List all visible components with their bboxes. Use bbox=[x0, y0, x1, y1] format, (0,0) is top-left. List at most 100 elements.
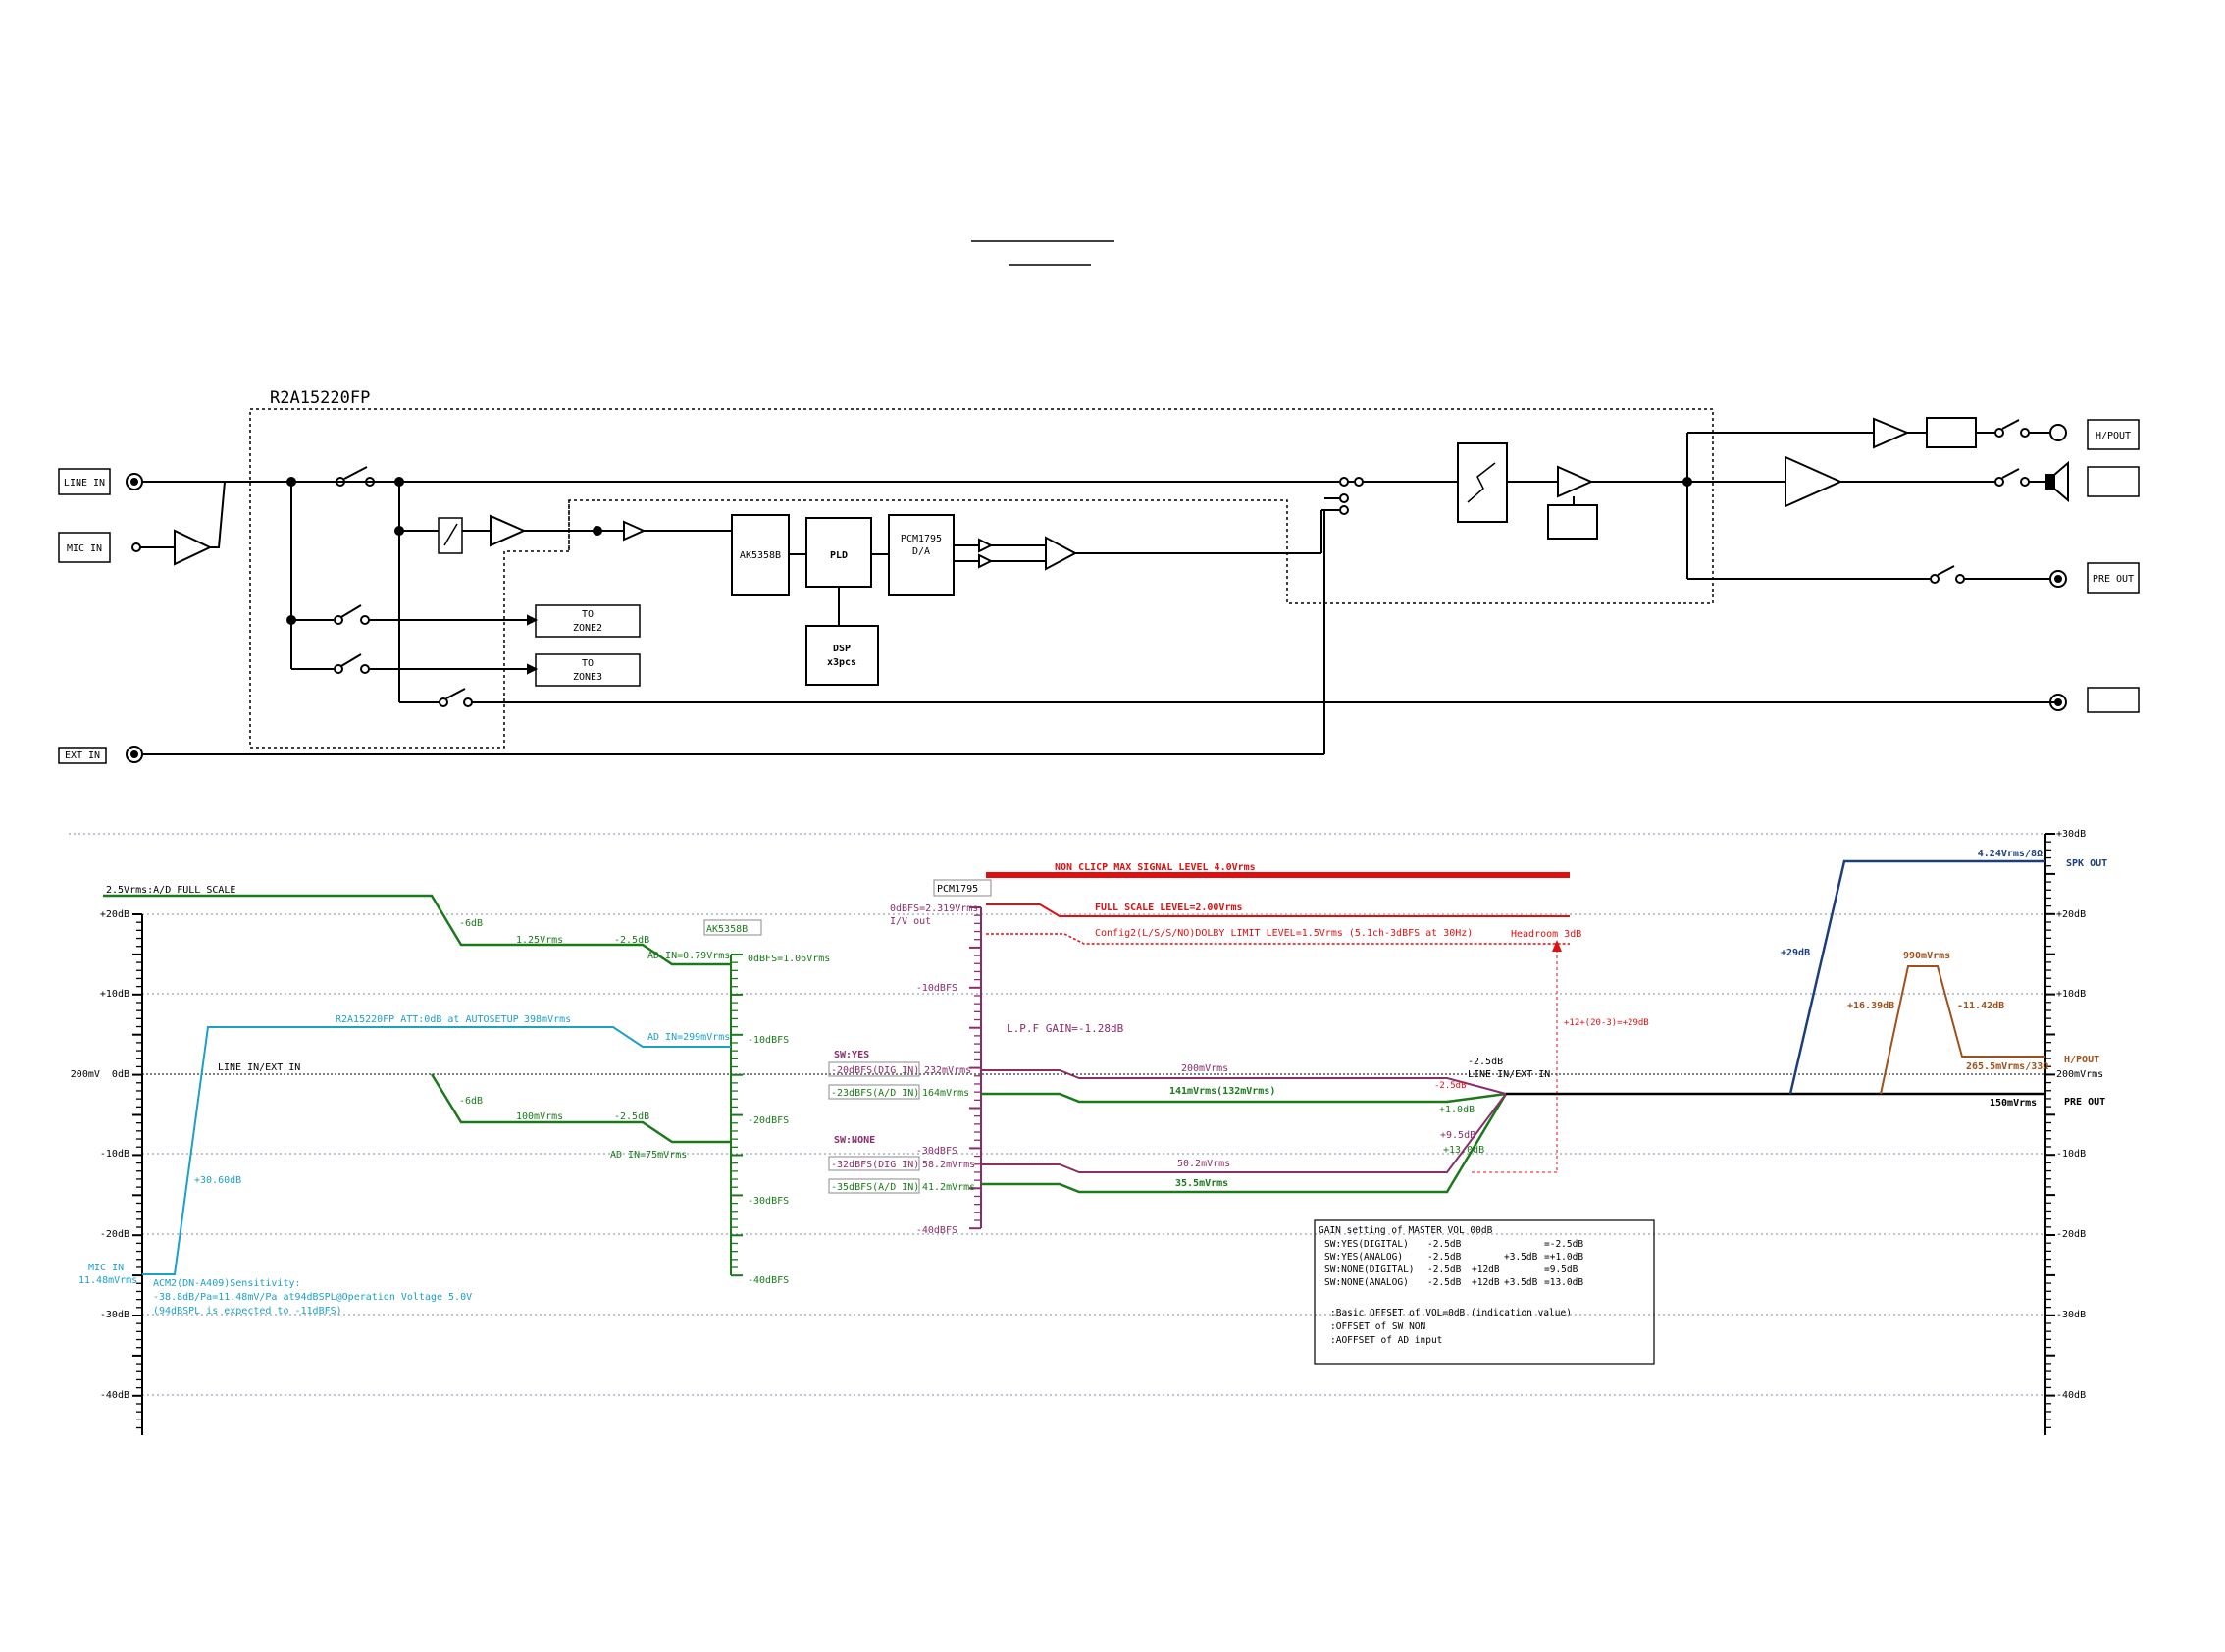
rtick-20: +20dB bbox=[2056, 909, 2086, 920]
gain-table-cell: SW:YES(ANALOG) bbox=[1324, 1252, 1403, 1263]
spk-out-box bbox=[2087, 466, 2140, 497]
tone-control bbox=[1547, 504, 1598, 540]
g1142: -11.42dB bbox=[1957, 1001, 2004, 1011]
mic-in-level: 11.48mVrms bbox=[78, 1275, 137, 1286]
gain-table-cell: +12dB bbox=[1472, 1277, 1500, 1288]
dbfs20: -20dBFS(DIG IN) bbox=[831, 1065, 919, 1076]
tick-label-m20: -20dB bbox=[100, 1229, 129, 1240]
pre-out-lvl: PRE OUT bbox=[2064, 1097, 2105, 1108]
sensitivity-1: ACM2(DN-A409)Sensitivity: bbox=[153, 1278, 301, 1289]
buffer-amp bbox=[623, 520, 647, 542]
full-scale-red bbox=[986, 903, 1570, 917]
mic-in-label: MIC IN bbox=[67, 543, 102, 554]
ak-label-box bbox=[703, 919, 762, 936]
dsp-box bbox=[805, 625, 879, 686]
rtick-30: +30dB bbox=[2056, 829, 2086, 840]
gain-table-cell: =+1.0dB bbox=[1544, 1252, 1583, 1263]
zone3-label: ZONE3 bbox=[573, 672, 602, 683]
full-scale-path bbox=[103, 894, 731, 966]
gain-note-2: :OFFSET of SW NON bbox=[1330, 1321, 1426, 1332]
dbfs35-box bbox=[828, 1178, 920, 1194]
v50: 50.2mVrms bbox=[1177, 1159, 1230, 1169]
pcm-label: PCM1795 bbox=[901, 534, 942, 544]
hp-level: 265.5mVrms/33Ω bbox=[1966, 1061, 2048, 1072]
mic-in-jack bbox=[131, 542, 141, 552]
minus6-top: -6dB bbox=[459, 918, 483, 929]
v150: 150mVrms bbox=[1990, 1098, 2037, 1109]
line-ext-label: LINE IN/EXT IN bbox=[218, 1062, 300, 1073]
spk-out: SPK OUT bbox=[2066, 858, 2107, 869]
dbfs32: -32dBFS(DIG IN) bbox=[831, 1160, 919, 1170]
ak-40: -40dBFS bbox=[748, 1275, 789, 1286]
g130: +13.0dB bbox=[1443, 1145, 1484, 1156]
ak-label-text: AK5358B bbox=[706, 924, 748, 935]
ext-in-box bbox=[58, 747, 107, 764]
sw-none: SW:NONE bbox=[834, 1135, 875, 1146]
v990: 990mVrms bbox=[1903, 951, 1950, 961]
tick-label-20: +20dB bbox=[100, 909, 129, 920]
hp-amp bbox=[1873, 417, 1910, 449]
block-diagram bbox=[58, 408, 2140, 764]
pcm-iv: I/V out bbox=[890, 916, 931, 927]
zone-out-box bbox=[2087, 687, 2140, 713]
minus25-bot: -2.5dB bbox=[614, 1111, 649, 1122]
sensitivity-3: (94dBSPL is expected to -11dBFS) bbox=[153, 1306, 342, 1316]
dbfs23-box bbox=[828, 1084, 920, 1100]
g1639: +16.39dB bbox=[1847, 1001, 1894, 1011]
pcm-0dbfs: 0dBFS=2.319Vrms bbox=[890, 903, 978, 914]
dbfs32-box bbox=[828, 1156, 920, 1171]
ak-30: -30dBFS bbox=[748, 1196, 789, 1207]
ak-label: AK5358B bbox=[740, 550, 781, 561]
tick-label-m10: -10dB bbox=[100, 1149, 129, 1160]
pcm1795-box bbox=[888, 514, 955, 596]
sensitivity-2: -38.8dB/Pa=11.48mV/Pa at94dBSPL@Operatio… bbox=[153, 1292, 472, 1303]
gain-table-cell: =13.0dB bbox=[1544, 1277, 1583, 1288]
v41: 41.2mVrms bbox=[922, 1182, 975, 1193]
v58: 58.2mVrms bbox=[922, 1160, 975, 1170]
rtick-m30: -30dB bbox=[2056, 1310, 2086, 1320]
ad-in-299: AD IN=299mVrms bbox=[647, 1032, 730, 1043]
tick-label-m30: -30dB bbox=[100, 1310, 129, 1320]
hp-out-box bbox=[2087, 419, 2140, 450]
sw-yes-analog bbox=[981, 1092, 1507, 1104]
pre-out-box bbox=[2087, 562, 2140, 594]
rtick-10: +10dB bbox=[2056, 989, 2086, 1000]
v164: 164mVrms bbox=[922, 1088, 969, 1099]
gain-table-cell: SW:YES(DIGITAL) bbox=[1324, 1239, 1409, 1250]
mic-path bbox=[142, 1026, 731, 1275]
spk-path bbox=[1788, 859, 2045, 1095]
mic-preamp bbox=[174, 529, 213, 566]
mic-gain: +30.60dB bbox=[194, 1175, 241, 1186]
gain-table-cell: +12dB bbox=[1472, 1265, 1500, 1275]
pcm-label-text: PCM1795 bbox=[937, 884, 978, 895]
tone-amp bbox=[1557, 465, 1594, 498]
line-in-label: LINE IN bbox=[64, 478, 105, 489]
chip-name: R2A15220FP bbox=[270, 388, 370, 408]
pcm1795-axis bbox=[969, 906, 982, 1230]
v141: 141mVrms(132mVrms) bbox=[1169, 1086, 1275, 1097]
sw-yes-digital bbox=[981, 1069, 1507, 1095]
v200: 200mVrms bbox=[1181, 1063, 1228, 1074]
hp-out-label: H/POUT bbox=[2096, 431, 2131, 441]
level-diagram: +20dB +10dB 200mV 0dB -10dB -20dB -30dB … bbox=[69, 829, 2107, 1435]
input-volume bbox=[438, 517, 463, 554]
hp-box bbox=[1926, 417, 1977, 448]
right-axis bbox=[2044, 833, 2055, 1435]
hp-path bbox=[1880, 965, 2045, 1095]
mic-in-label-lvl: MIC IN bbox=[88, 1263, 124, 1273]
tick-label-10: +10dB bbox=[100, 989, 129, 1000]
config-line: Config2(L/S/S/NO)DOLBY LIMIT LEVEL=1.5Vr… bbox=[1095, 928, 1473, 939]
gain-table-cell: =9.5dB bbox=[1544, 1265, 1578, 1275]
v398: 398mVrms bbox=[524, 1014, 571, 1025]
gain-table-cell: -2.5dB bbox=[1427, 1277, 1462, 1288]
hp-out-lvl: H/POUT bbox=[2064, 1055, 2099, 1065]
pcm-da: D/A bbox=[912, 546, 930, 557]
low-level-path bbox=[430, 1073, 731, 1144]
v35: 35.5mVrms bbox=[1175, 1178, 1228, 1189]
gain-table-cell: +3.5dB bbox=[1504, 1277, 1538, 1288]
lpf: L.P.F GAIN=-1.28dB bbox=[1007, 1022, 1124, 1035]
pre-gain-25: -2.5dB bbox=[1468, 1057, 1503, 1067]
dsp-count: x3pcs bbox=[827, 657, 856, 668]
pre-out-label: PRE OUT bbox=[2093, 574, 2134, 585]
